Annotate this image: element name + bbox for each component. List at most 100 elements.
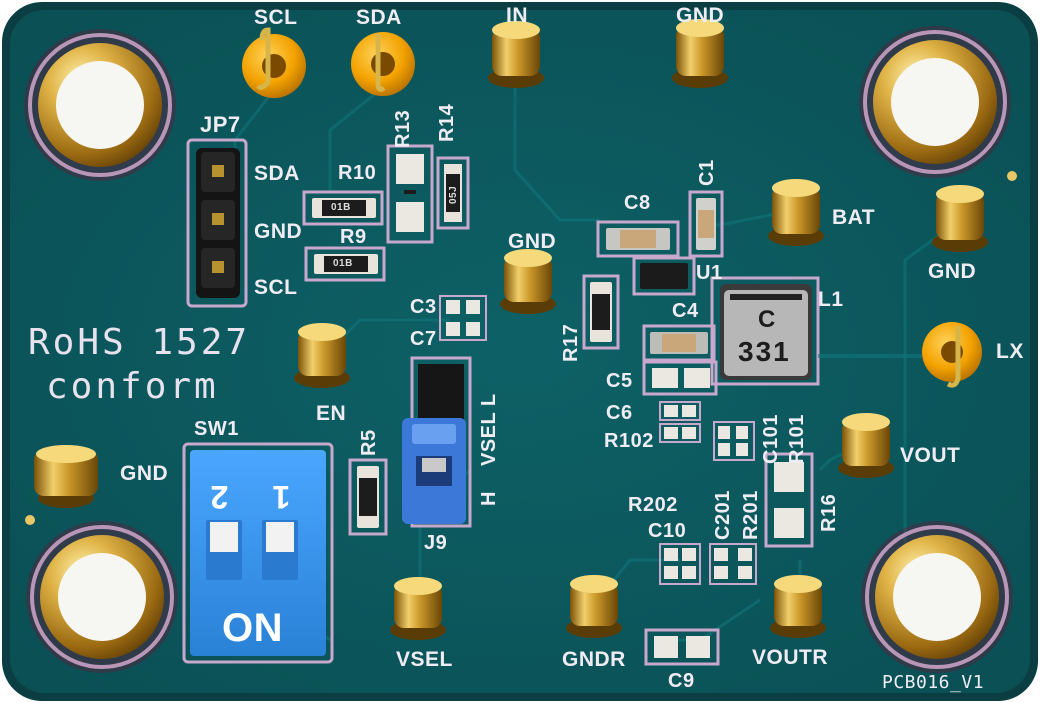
label-jp7-scl: SCL <box>254 276 298 299</box>
post-gnd-right <box>932 185 988 252</box>
label-u1: U1 <box>696 262 723 284</box>
label-r102: R102 <box>604 430 654 452</box>
label-gndr: GNDR <box>562 648 626 671</box>
label-c7: C7 <box>410 328 437 350</box>
pads-c5 <box>642 360 718 396</box>
resistor-r10 <box>302 190 384 226</box>
label-r9: R9 <box>340 226 367 248</box>
jumper-j9 <box>402 356 472 528</box>
test-point-scl <box>242 27 306 98</box>
label-c5: C5 <box>606 370 633 392</box>
label-bat: BAT <box>832 206 876 229</box>
label-c101: C101 <box>760 414 782 464</box>
label-j9: J9 <box>424 532 448 554</box>
label-voutr: VOUTR <box>752 646 828 669</box>
res-marking-r9: 01B <box>333 258 353 269</box>
board-note-conform: conform <box>46 366 219 407</box>
label-scl-top: SCL <box>254 6 298 29</box>
post-voutr <box>770 575 826 638</box>
test-point-lx <box>922 322 982 388</box>
board-revision: PCB016_V1 <box>882 672 985 693</box>
label-r202: R202 <box>628 494 678 516</box>
inductor-l1 <box>710 276 820 386</box>
switch-pos-2: 2 <box>210 479 229 515</box>
pads-r16 <box>764 452 814 548</box>
switch-pos-1: 1 <box>272 479 291 515</box>
ic-u1 <box>632 256 696 296</box>
post-gnd-left <box>34 445 98 508</box>
label-r5: R5 <box>358 429 380 456</box>
mounting-hole-top-right <box>859 26 1011 178</box>
label-en: EN <box>316 402 347 425</box>
mounting-hole-bottom-right <box>861 521 1013 673</box>
test-point-sda <box>351 32 415 96</box>
pads-c6 <box>659 401 701 421</box>
label-c8: C8 <box>624 192 651 214</box>
resistor-r17 <box>582 274 620 350</box>
label-jp7: JP7 <box>200 112 241 137</box>
label-r101: R101 <box>786 414 808 464</box>
pad-r13 <box>386 144 434 244</box>
inductor-marking-2: 331 <box>738 336 791 367</box>
post-gnd-mid <box>500 249 556 314</box>
label-sw1: SW1 <box>194 418 239 440</box>
label-jp7-sda: SDA <box>254 162 300 185</box>
pads-c3-c7 <box>439 295 487 341</box>
label-c201: C201 <box>712 490 734 540</box>
post-en <box>294 323 350 388</box>
label-c4: C4 <box>672 300 699 322</box>
label-r14: R14 <box>436 103 458 142</box>
jp7-header <box>186 138 248 308</box>
label-gnd-left: GND <box>120 462 169 485</box>
fiducial <box>1007 171 1017 181</box>
label-r201: R201 <box>740 490 762 540</box>
label-r13: R13 <box>392 109 414 148</box>
label-sda-top: SDA <box>356 6 402 29</box>
board-note-rohs: RoHS 1527 <box>28 322 251 363</box>
capacitor-c4 <box>642 324 716 362</box>
label-c3: C3 <box>410 296 437 318</box>
resistor-r14 <box>436 156 470 230</box>
pads-c201-r201 <box>709 543 757 585</box>
label-vout: VOUT <box>900 444 961 467</box>
res-marking-r10: 01B <box>331 202 351 213</box>
pads-c10 <box>659 543 701 585</box>
post-gnd-top <box>672 19 728 88</box>
resistor-r9 <box>304 246 386 282</box>
post-in <box>488 21 544 88</box>
label-l1: L1 <box>818 288 844 311</box>
res-marking-r14: 05J <box>448 185 459 204</box>
pads-c101-r101 <box>713 421 755 461</box>
label-r16: R16 <box>818 493 840 532</box>
label-vsel: VSEL <box>396 648 453 671</box>
label-r17: R17 <box>560 323 582 362</box>
capacitor-c1 <box>688 190 724 258</box>
label-in: IN <box>506 4 528 27</box>
mounting-hole-top-left <box>24 29 176 181</box>
label-c6: C6 <box>606 402 633 424</box>
post-vsel <box>390 577 446 640</box>
label-gnd-mid: GND <box>508 230 557 253</box>
post-bat <box>768 179 824 246</box>
resistor-r5 <box>348 458 388 536</box>
label-jp7-gnd: GND <box>254 220 303 243</box>
label-c10: C10 <box>648 520 687 542</box>
post-gndr <box>566 575 622 638</box>
mounting-hole-bottom-left <box>26 521 178 673</box>
pads-r102 <box>659 423 701 443</box>
post-vout <box>838 413 894 478</box>
label-lx: LX <box>996 340 1024 363</box>
pads-c9 <box>644 628 720 666</box>
label-r10: R10 <box>338 162 377 184</box>
label-vsel-l: VSEL L <box>478 393 500 466</box>
label-c9: C9 <box>668 670 695 692</box>
inductor-marking-1: C <box>758 306 776 333</box>
label-gnd-top: GND <box>676 4 725 27</box>
capacitor-c8 <box>596 220 680 258</box>
label-h: H <box>478 491 500 506</box>
label-c1: C1 <box>696 159 718 186</box>
fiducial <box>25 515 35 525</box>
dip-switch-sw1[interactable] <box>182 442 334 664</box>
switch-on-label: ON <box>222 606 283 650</box>
